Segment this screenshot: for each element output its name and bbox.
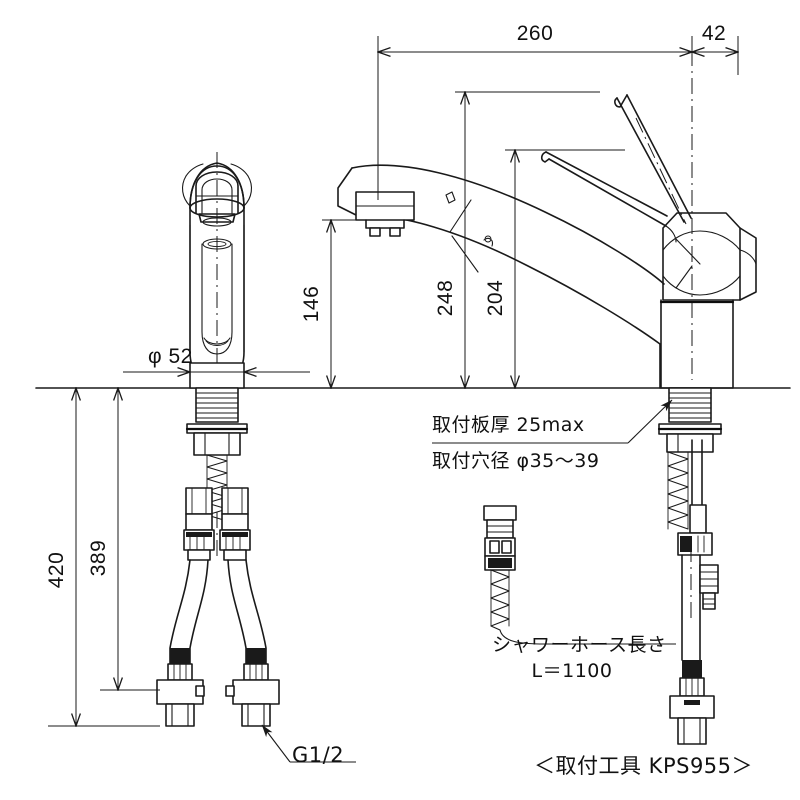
hose-fitting-left bbox=[183, 529, 215, 561]
hose-fitting-right bbox=[219, 529, 251, 561]
right-hose-end-fitting bbox=[669, 660, 715, 745]
shower-hose-length-line2: L＝1100 bbox=[531, 660, 613, 682]
right-spring-coil bbox=[667, 451, 689, 530]
deck-thickness-note: 取付板厚 25max bbox=[432, 414, 585, 436]
dimension-146-text: 146 bbox=[300, 286, 323, 323]
shower-hose-coil bbox=[490, 569, 510, 631]
dimension-420-text: 420 bbox=[45, 552, 68, 589]
dimension-248: 248 bbox=[434, 92, 600, 388]
dimension-42: 42 bbox=[692, 22, 738, 75]
dimension-389: 389 bbox=[87, 388, 160, 690]
thread-spec-label: G1/2 bbox=[292, 743, 345, 767]
install-tool-label: ＜取付工具 KPS955＞ bbox=[534, 754, 754, 778]
shower-hose-connector-detail bbox=[483, 505, 676, 645]
dimension-146: 146 bbox=[300, 220, 400, 388]
deck-hole-diameter-note: 取付穴径 φ35～39 bbox=[432, 450, 600, 472]
dimension-204-text: 204 bbox=[484, 280, 507, 317]
left-under-deck-assembly bbox=[156, 387, 280, 727]
right-under-deck-assembly bbox=[657, 387, 723, 745]
faucet-side-view bbox=[337, 50, 757, 389]
dimension-phi52-text: φ 52 bbox=[148, 345, 193, 368]
shower-hose-length-line1: シャワーホース長さ bbox=[492, 634, 667, 656]
dimension-248-text: 248 bbox=[434, 280, 457, 317]
dimension-phi52: φ 52 bbox=[123, 345, 310, 372]
dimension-389-text: 389 bbox=[87, 540, 110, 577]
supply-hose-end-left bbox=[156, 648, 205, 727]
dimension-204: 204 bbox=[484, 150, 625, 388]
dimension-42-text: 42 bbox=[702, 22, 726, 45]
dimension-260: 260 bbox=[378, 22, 692, 200]
g12-leader bbox=[261, 724, 356, 763]
dimension-260-text: 260 bbox=[517, 22, 554, 45]
supply-hose-end-right bbox=[225, 648, 280, 727]
faucet-front-view bbox=[181, 152, 253, 400]
deck-note-leader bbox=[432, 399, 673, 444]
